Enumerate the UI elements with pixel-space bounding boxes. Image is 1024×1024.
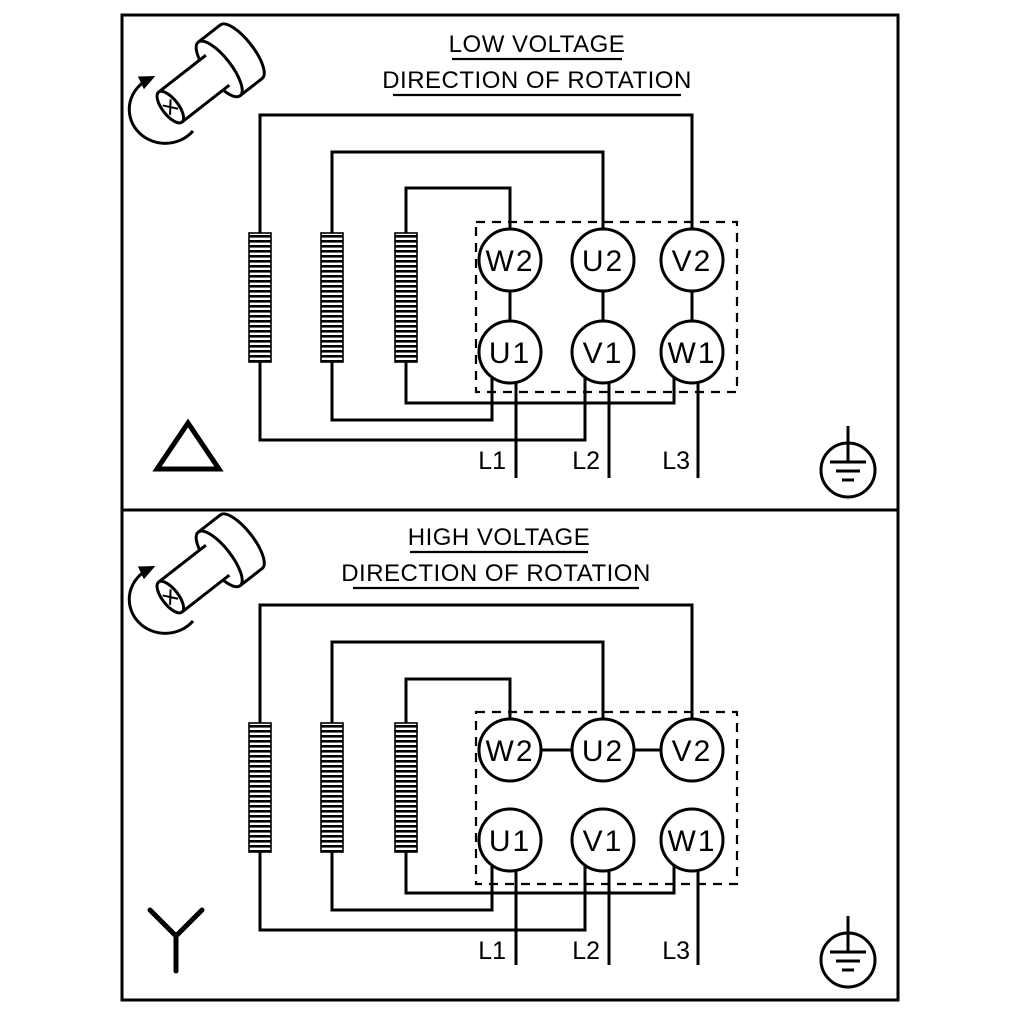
winding-coil-1 [248, 722, 272, 853]
wire-coil3-to-W2 [404, 186, 512, 233]
panel-low-voltage: LOW VOLTAGE DIRECTION OF ROTATION W2 [120, 13, 900, 512]
terminal-circle [659, 227, 725, 293]
wire-coil3-to-W2 [404, 677, 512, 723]
terminal-circle [477, 807, 543, 873]
terminal-label: V1 [583, 337, 624, 370]
wire-coil1-to-V1 [258, 852, 587, 932]
terminal-label: W2 [486, 245, 535, 278]
terminal-W1: W1 [659, 807, 725, 873]
wire-coil1-to-V1 [258, 362, 587, 442]
terminal-W1: W1 [659, 319, 725, 385]
terminal-V1: V1 [570, 319, 636, 385]
wire-coil3-to-W1 [404, 362, 676, 405]
terminal-label: U1 [489, 337, 531, 370]
terminal-U1: U1 [477, 807, 543, 873]
winding-coil-1 [248, 232, 272, 363]
terminal-label: V2 [672, 245, 713, 278]
lead-L2-label: L2 [572, 937, 600, 965]
wire-coil2-to-U1 [330, 362, 494, 422]
terminal-W2: W2 [477, 717, 543, 783]
terminal-V2: V2 [659, 717, 725, 783]
terminal-block [474, 710, 739, 886]
star-connection-icon [147, 907, 205, 974]
terminal-label: W1 [668, 825, 717, 858]
winding-coil-3 [394, 232, 418, 363]
terminal-label: V2 [672, 735, 713, 768]
lead-L2-label: L2 [572, 447, 600, 475]
terminal-U2: U2 [570, 227, 636, 293]
terminal-label: U2 [582, 245, 624, 278]
terminal-circle [659, 319, 725, 385]
terminal-circle [570, 717, 636, 783]
terminal-U2: U2 [570, 717, 636, 783]
lead-L3-label: L3 [662, 937, 690, 965]
terminal-circle [570, 807, 636, 873]
terminal-V1: V1 [570, 807, 636, 873]
wire-coil2-to-U2 [330, 640, 605, 723]
wire-coil2-to-U2 [330, 150, 605, 233]
wire-coil2-to-U1 [330, 852, 494, 912]
terminal-label: V1 [583, 825, 624, 858]
lead-L1-label: L1 [478, 937, 506, 965]
terminal-circle [659, 807, 725, 873]
terminal-circle [477, 227, 543, 293]
terminal-U1: U1 [477, 319, 543, 385]
terminal-circle [477, 319, 543, 385]
terminal-label: U1 [489, 825, 531, 858]
terminal-V2: V2 [659, 227, 725, 293]
delta-connection-icon [152, 418, 224, 472]
panel-title: LOW VOLTAGE [449, 31, 626, 58]
terminal-W2: W2 [477, 227, 543, 293]
terminal-label: W2 [486, 735, 535, 768]
panel-border [120, 508, 900, 1002]
lead-L3-label: L3 [662, 447, 690, 475]
wire-coil1-to-V2 [258, 113, 694, 233]
panel-title: HIGH VOLTAGE [408, 524, 590, 551]
terminal-label: U2 [582, 735, 624, 768]
terminal-circle [570, 227, 636, 293]
terminal-circle [570, 319, 636, 385]
winding-coil-2 [320, 722, 344, 853]
terminal-block [474, 220, 739, 394]
winding-coil-3 [394, 722, 418, 853]
terminal-label: W1 [668, 337, 717, 370]
terminal-circle [659, 717, 725, 783]
panel-subtitle: DIRECTION OF ROTATION [382, 67, 692, 94]
winding-coil-2 [320, 232, 344, 363]
panel-high-voltage: HIGH VOLTAGE DIRECTION OF ROTATION W2 [120, 507, 900, 1002]
panel-subtitle: DIRECTION OF ROTATION [341, 560, 651, 587]
wire-coil1-to-V2 [258, 603, 694, 723]
lead-L1-label: L1 [478, 447, 506, 475]
wire-coil3-to-W1 [404, 852, 676, 895]
terminal-circle [477, 717, 543, 783]
